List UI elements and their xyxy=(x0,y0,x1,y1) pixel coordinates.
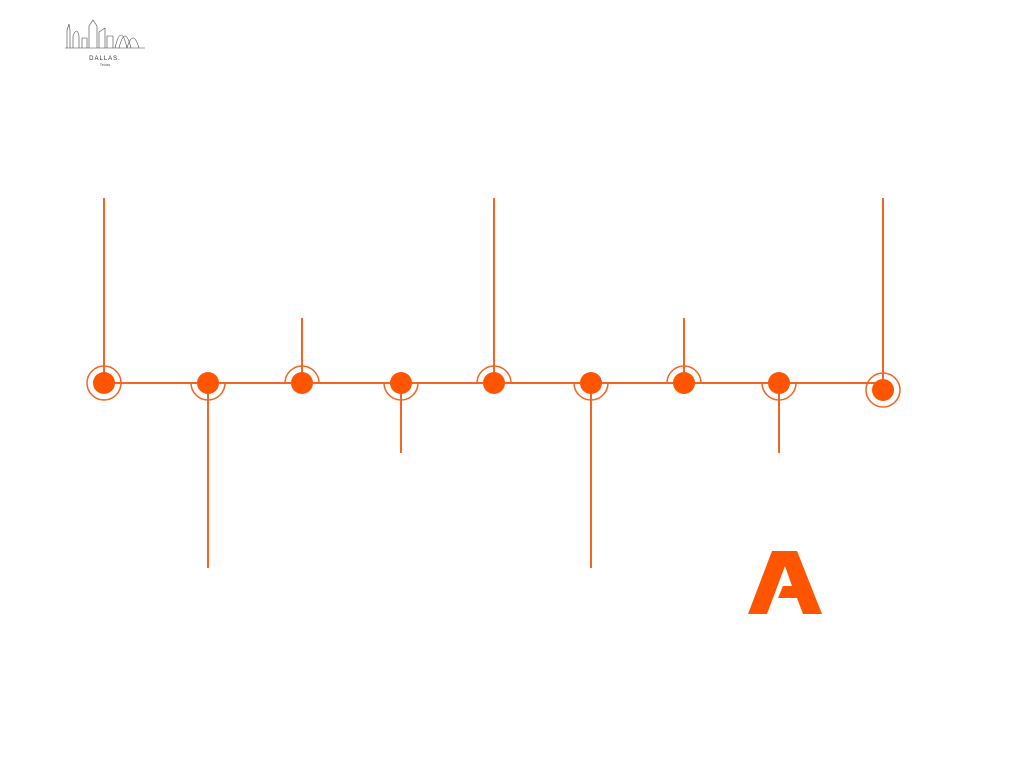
timeline-node xyxy=(872,379,894,401)
brand-a-logo xyxy=(748,551,822,614)
node-ring-arc xyxy=(284,365,320,384)
node-ring-arc xyxy=(476,365,512,384)
skyline-icon xyxy=(65,19,145,49)
timeline-node xyxy=(291,372,313,394)
logo-city: DALLAS. xyxy=(89,56,121,62)
timeline-node xyxy=(483,372,505,394)
timeline-node xyxy=(390,372,412,394)
node-ring-arc xyxy=(761,382,797,401)
timeline-node xyxy=(673,372,695,394)
node-ring-arc xyxy=(666,365,702,384)
node-ring xyxy=(86,365,122,401)
timeline-node xyxy=(197,372,219,394)
dallas-skyline-logo: DALLAS. Texas xyxy=(62,18,148,70)
node-ring-arc xyxy=(383,382,419,401)
timeline-node xyxy=(768,372,790,394)
timeline-node xyxy=(93,372,115,394)
node-ring-arc xyxy=(190,382,226,401)
logo-state: Texas xyxy=(99,62,111,67)
node-ring xyxy=(865,372,901,408)
node-ring-arc xyxy=(573,382,609,401)
timeline-node xyxy=(580,372,602,394)
